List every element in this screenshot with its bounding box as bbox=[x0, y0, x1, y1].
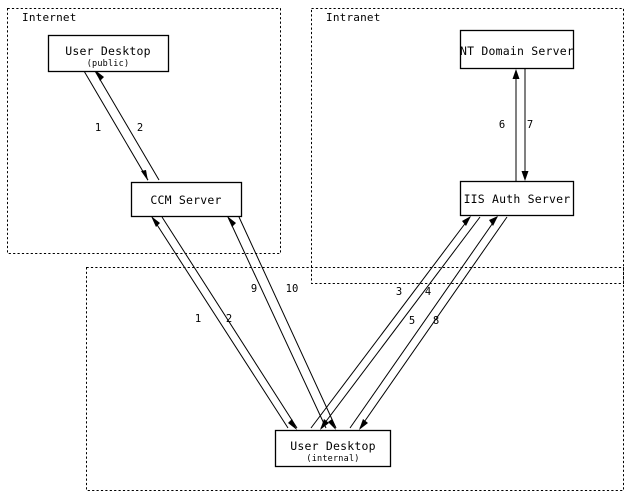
step-label-4-iis: 4 bbox=[425, 286, 431, 298]
step-label-1-public: 1 bbox=[95, 122, 101, 134]
zone-internal-lan-boundary bbox=[86, 267, 624, 491]
flow-line-10-ccm-to-internal bbox=[238, 216, 337, 429]
node-nt-domain-server[interactable]: NT Domain Server bbox=[459, 29, 575, 70]
flow-line-2-ccm-to-internal bbox=[161, 216, 298, 429]
flow-line-1-internal-to-ccm bbox=[151, 216, 289, 429]
node-user-desktop-public[interactable]: User Desktop (public) bbox=[47, 34, 170, 73]
arrow-head-1-into-ccm-from-internal bbox=[151, 216, 160, 227]
node-nt-domain-server-title: NT Domain Server bbox=[460, 44, 574, 58]
zone-label-internet: Internet bbox=[22, 11, 77, 24]
node-iis-auth-server-box[interactable] bbox=[459, 180, 575, 217]
arrow-head-2-into-internal-desktop bbox=[288, 419, 297, 430]
step-label-5-iis: 5 bbox=[409, 315, 415, 327]
arrow-head-8-into-internal-desktop bbox=[359, 419, 368, 430]
zone-label-intranet: Intranet bbox=[326, 11, 381, 24]
flow-line-2-ccm-to-public bbox=[94, 70, 160, 181]
node-iis-auth-server-title: IIS Auth Server bbox=[464, 192, 571, 206]
node-iis-auth-server[interactable]: IIS Auth Server bbox=[459, 180, 575, 217]
step-label-1-internal: 1 bbox=[195, 313, 201, 325]
node-ccm-server-box[interactable] bbox=[130, 181, 243, 218]
arrow-head-3-into-iis-auth bbox=[462, 216, 471, 226]
flow-line-3-internal-to-iis bbox=[310, 216, 471, 429]
flow-line-5-internal-to-iis bbox=[349, 216, 498, 429]
arrow-head-9-into-ccm-from-internal bbox=[227, 216, 236, 227]
step-label-10-ccm: 10 bbox=[286, 283, 299, 295]
step-label-9-ccm: 9 bbox=[251, 283, 257, 295]
zone-internet-boundary bbox=[7, 8, 281, 254]
flow-line-9-internal-to-ccm bbox=[227, 216, 327, 429]
arrow-head-10-into-internal-desktop bbox=[328, 419, 336, 430]
step-label-2-public: 2 bbox=[137, 122, 143, 134]
arrow-head-4-into-internal-desktop bbox=[320, 419, 329, 430]
zone-intranet-boundary bbox=[311, 8, 624, 284]
arrow-head-5-into-iis-auth bbox=[489, 216, 498, 226]
node-user-desktop-internal-title: User Desktop bbox=[290, 439, 375, 453]
flow-line-8-iis-to-internal bbox=[359, 216, 508, 429]
node-user-desktop-public-title: User Desktop bbox=[65, 44, 150, 58]
node-user-desktop-internal-box[interactable] bbox=[274, 429, 392, 468]
step-label-2-internal: 2 bbox=[226, 313, 232, 325]
node-user-desktop-public-box[interactable] bbox=[47, 34, 170, 73]
node-ccm-server[interactable]: CCM Server bbox=[130, 181, 243, 218]
arrow-head-6-into-nt-domain bbox=[512, 69, 520, 79]
flow-line-4-iis-to-internal bbox=[320, 216, 481, 429]
arrow-head-7-into-iis-auth bbox=[521, 171, 529, 181]
node-nt-domain-server-box[interactable] bbox=[459, 29, 575, 70]
step-label-3-iis: 3 bbox=[396, 286, 402, 298]
step-label-7-domain: 7 bbox=[527, 119, 533, 131]
flow-line-1-public-to-ccm bbox=[83, 70, 149, 181]
node-user-desktop-public-subtitle: (public) bbox=[87, 59, 130, 69]
arrow-head-2-into-public-desktop bbox=[95, 70, 104, 81]
step-label-8-iis: 8 bbox=[433, 315, 439, 327]
node-ccm-server-title: CCM Server bbox=[150, 193, 221, 207]
step-label-6-domain: 6 bbox=[499, 119, 505, 131]
arrow-head-1-into-ccm bbox=[141, 170, 148, 181]
node-user-desktop-internal-subtitle: (internal) bbox=[306, 454, 359, 464]
node-user-desktop-internal[interactable]: User Desktop (internal) bbox=[274, 429, 392, 468]
